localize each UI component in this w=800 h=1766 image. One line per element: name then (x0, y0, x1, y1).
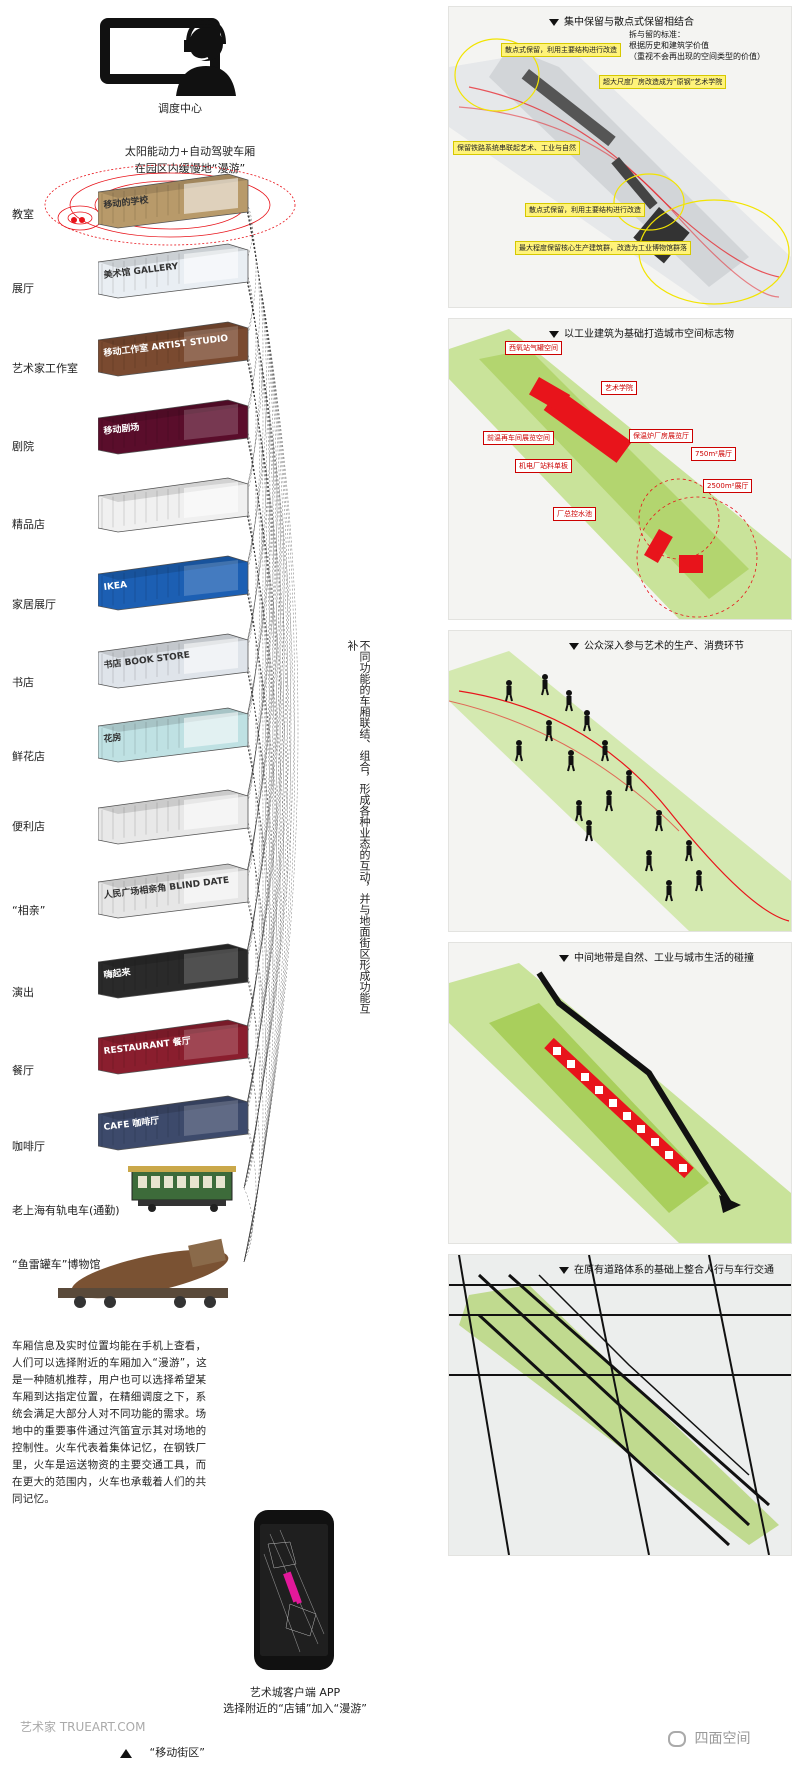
panel-title: 集中保留与散点式保留相结合 (549, 13, 791, 28)
middle-zone-map (449, 963, 791, 1243)
description-text: 车厢信息及实时位置均能在手机上查看，人们可以选择附近的车厢加入“漫游”，这是一种… (12, 1340, 208, 1505)
panel-tag: 机电厂站料单板 (515, 459, 572, 473)
subtitle-line2: 在园区内缓慢地“漫游” (134, 162, 246, 175)
panel-tag: 最大程度保留核心生产建筑群，改造为工业博物馆群落 (515, 241, 691, 255)
subtitle-line1: 太阳能动力+自动驾驶车厢 (124, 145, 256, 158)
train-car (97, 474, 250, 534)
panel-middle-zone: 中间地带是自然、工业与城市生活的碰撞 (448, 942, 792, 1244)
panel-title: 以工业建筑为基础打造城市空间标志物 (549, 325, 791, 340)
panel-traffic: 在原有道路体系的基础上整合人行与车行交通 (448, 1254, 792, 1556)
train-car (128, 1162, 238, 1212)
panel-note: 拆与留的标准： (629, 30, 685, 39)
panel-preservation: 集中保留与散点式保留相结合 拆与留的标准： 根据历史和建筑学价值 （重视不会再出… (448, 6, 792, 308)
landmarks-map (449, 329, 791, 619)
train-car (50, 1236, 240, 1316)
panel-note: 根据历史和建筑学价值 (629, 41, 709, 50)
traffic-map (449, 1255, 791, 1555)
train-car: 美术馆 GALLERY (97, 240, 250, 300)
panel-tag: 散点式保留，利用主要结构进行改造 (525, 203, 645, 217)
car-label: 教室 (12, 208, 34, 221)
triangle-down-icon (559, 954, 569, 962)
phone-caption-line2: 选择附近的“店铺”加入“漫游” (223, 1702, 367, 1715)
car-label: 便利店 (12, 820, 45, 833)
panel-note: （重视不会再出现的空间类型的价值） (629, 52, 765, 61)
footer-left-logo: 艺术家 TRUEART.COM (20, 1720, 146, 1734)
participation-map (449, 651, 791, 931)
car-label: 餐厅 (12, 1064, 34, 1077)
car-label: “相亲” (12, 904, 46, 917)
triangle-down-icon (559, 1266, 569, 1274)
svg-text:花房: 花房 (103, 731, 122, 745)
footer-right-logo: 四面空间 (668, 1728, 750, 1748)
panel-tag: 散点式保留，利用主要结构进行改造 (501, 43, 621, 57)
train-car: RESTAURANT 餐厅 (97, 1016, 250, 1076)
panel-tag: 2500m²展厅 (703, 479, 753, 493)
train-car: 人民广场相亲角 BLIND DATE (97, 860, 250, 920)
dispatch-center-icon (96, 10, 246, 96)
train-car: 书店 BOOK STORE (97, 630, 250, 690)
vertical-note: 不同功能的车厢联结、组合，形成各种业态的互动，并与地面街区形成功能互补 (346, 640, 371, 1014)
train-car: 花房 (97, 704, 250, 764)
triangle-down-icon (549, 330, 559, 338)
car-label: 咖啡厅 (12, 1140, 45, 1153)
panel-title: 中间地带是自然、工业与城市生活的碰撞 (559, 949, 791, 964)
connection-web (240, 170, 370, 1290)
train-car: IKEA (97, 552, 250, 612)
car-label: “鱼雷罐车”博物馆 (12, 1258, 101, 1271)
car-label: 家居展厅 (12, 598, 56, 611)
section-title: “移动街区” (120, 1744, 205, 1760)
phone-mockup (254, 1510, 334, 1670)
train-car: 移动的学校 (97, 170, 250, 230)
panel-tag: 750m²展厅 (691, 447, 736, 461)
car-label: 剧院 (12, 440, 34, 453)
car-label: 书店 (12, 676, 34, 689)
app-map-screen (260, 1524, 328, 1656)
panel-title: 在原有道路体系的基础上整合人行与车行交通 (559, 1261, 791, 1276)
train-car: 移动剧场 (97, 396, 250, 456)
panel-title: 公众深入参与艺术的生产、消费环节 (569, 637, 791, 652)
svg-text:IKEA: IKEA (103, 580, 128, 593)
panel-tag: 西氧站气罐空间 (505, 341, 562, 355)
triangle-down-icon (569, 642, 579, 650)
train-car: 嗨起来 (97, 940, 250, 1000)
panel-tag: 前温再车间展览空间 (483, 431, 554, 445)
phone-caption-line1: 艺术城客户端 APP (249, 1686, 341, 1699)
panel-tag: 艺术学院 (601, 381, 637, 395)
triangle-up-icon (120, 1748, 132, 1758)
car-label: 老上海有轨电车(通勤) (12, 1204, 120, 1217)
car-label: 展厅 (12, 282, 34, 295)
panel-landmarks: 以工业建筑为基础打造城市空间标志物 西氧站气罐空间 艺术学院 前温再车间展览空间… (448, 318, 792, 620)
control-center-label: 调度中心 (158, 102, 202, 115)
chat-icon (668, 1731, 686, 1747)
svg-text:嗨起来: 嗨起来 (103, 966, 132, 981)
panel-tag: 厂总控水池 (553, 507, 596, 521)
train-car: CAFE 咖啡厅 (97, 1092, 250, 1152)
car-label: 艺术家工作室 (12, 362, 78, 375)
car-label: 精品店 (12, 518, 45, 531)
train-car (97, 786, 250, 846)
car-label: 演出 (12, 986, 34, 999)
panel-tag: 保留铁路系统串联起艺术、工业与自然 (453, 141, 580, 155)
panel-tag: 超大尺度厂房改造成为“原钢”艺术学院 (599, 75, 727, 89)
triangle-down-icon (549, 18, 559, 26)
panel-public-participation: 公众深入参与艺术的生产、消费环节 (448, 630, 792, 932)
panel-tag: 保温炉厂房展览厅 (629, 429, 693, 443)
car-label: 鲜花店 (12, 750, 45, 763)
train-car: 移动工作室 ARTIST STUDIO (97, 318, 250, 378)
